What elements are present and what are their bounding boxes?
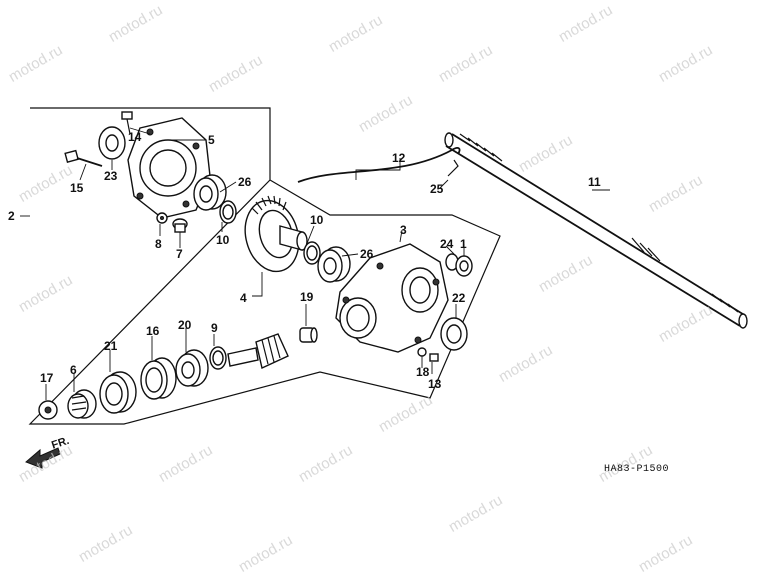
callout-26-lower: 26: [360, 247, 374, 261]
oil-seal-22: [440, 317, 468, 351]
callout-4: 4: [240, 291, 247, 305]
callout-24: 24: [440, 237, 454, 251]
shim-10-upper: [219, 200, 237, 224]
oil-seal-23: [98, 126, 126, 160]
axle-shaft: [444, 132, 748, 329]
bolt-14: [121, 111, 133, 135]
callout-20: 20: [178, 318, 192, 332]
callout-16: 16: [146, 324, 160, 338]
nut-17: [38, 400, 58, 420]
callout-26-upper: 26: [238, 175, 252, 189]
diagram-code: HA83-P1500: [604, 464, 670, 475]
oil-seal-21: [99, 371, 137, 414]
callout-18: 18: [416, 365, 430, 379]
callout-10-upper: 10: [216, 233, 230, 247]
callout-7: 7: [176, 247, 183, 261]
breather-tube: [297, 147, 461, 183]
callout-22: 22: [452, 291, 466, 305]
callout-5: 5: [208, 133, 215, 147]
final-gear-case: [335, 243, 449, 353]
callout-17: 17: [40, 371, 54, 385]
shim-10-lower: [303, 241, 321, 265]
callout-19: 19: [300, 290, 314, 304]
callout-9: 9: [211, 321, 218, 335]
callout-15: 15: [70, 181, 84, 195]
washer-18: [417, 347, 427, 357]
assembly-group-outline: [28, 107, 501, 425]
nut-8: [156, 212, 168, 224]
tube-clip: [447, 159, 459, 177]
callout-14: 14: [128, 130, 142, 144]
bearing-26-lower: [317, 246, 351, 283]
case-cover: [127, 117, 211, 219]
bearing-26-upper: [193, 174, 227, 211]
o-ring-9: [209, 346, 227, 370]
bearing-20: [175, 349, 209, 387]
callout-11: 11: [588, 175, 601, 189]
callout-3: 3: [400, 223, 407, 237]
oil-seal-1: [455, 255, 473, 277]
callout-6: 6: [70, 363, 77, 377]
ring-gear: [244, 195, 308, 273]
pinion-gear: [227, 333, 289, 369]
leader-lines: [20, 127, 610, 400]
callout-12: 12: [392, 151, 406, 165]
callout-2: 2: [8, 209, 15, 223]
callout-21: 21: [104, 339, 118, 353]
callout-23: 23: [104, 169, 118, 183]
bolt-13: [429, 353, 439, 362]
plug-7: [172, 218, 188, 233]
callout-25: 25: [430, 182, 444, 196]
callout-8: 8: [155, 237, 162, 251]
bolt-15: [64, 149, 103, 167]
callout-1: 1: [460, 237, 467, 251]
front-arrow-icon: [25, 447, 61, 469]
bearing-holder-16: [140, 357, 177, 400]
callout-13: 13: [428, 377, 442, 391]
collar-19: [299, 327, 318, 343]
callout-10-lower: 10: [310, 213, 324, 227]
joint-6: [67, 389, 97, 419]
